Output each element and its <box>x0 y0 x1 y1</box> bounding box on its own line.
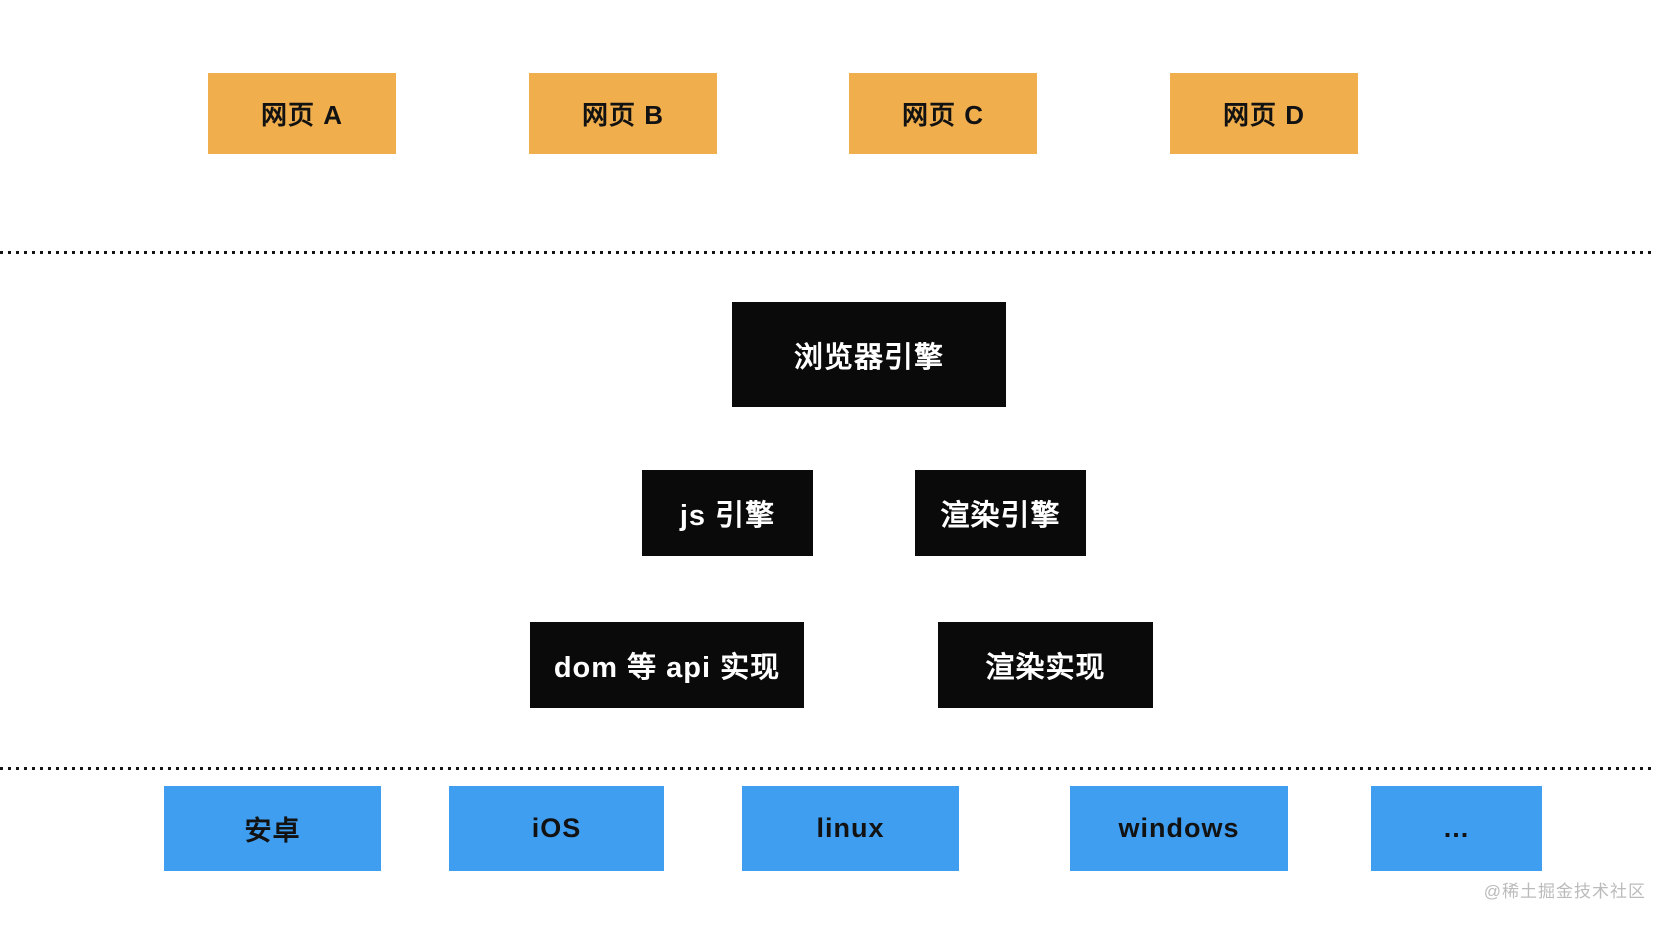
top-separator-dotted-line <box>0 251 1656 254</box>
platform-linux-box: linux <box>742 786 959 871</box>
js-engine-box: js 引擎 <box>642 470 813 556</box>
platform-android-box: 安卓 <box>164 786 381 871</box>
juejin-watermark: @稀土掘金技术社区 <box>1483 882 1646 901</box>
dom-api-implementation-box: dom 等 api 实现 <box>530 622 804 708</box>
bottom-separator-dotted-line <box>0 767 1656 770</box>
webpage-d-box: 网页 D <box>1170 73 1358 154</box>
webpage-a-box: 网页 A <box>208 73 396 154</box>
webpage-b-box: 网页 B <box>529 73 717 154</box>
render-engine-box: 渲染引擎 <box>915 470 1086 556</box>
platform-more-box: ... <box>1371 786 1542 871</box>
render-implementation-box: 渲染实现 <box>938 622 1153 708</box>
platform-windows-box: windows <box>1070 786 1288 871</box>
webpage-c-box: 网页 C <box>849 73 1037 154</box>
browser-engine-box: 浏览器引擎 <box>732 302 1006 407</box>
platform-ios-box: iOS <box>449 786 664 871</box>
